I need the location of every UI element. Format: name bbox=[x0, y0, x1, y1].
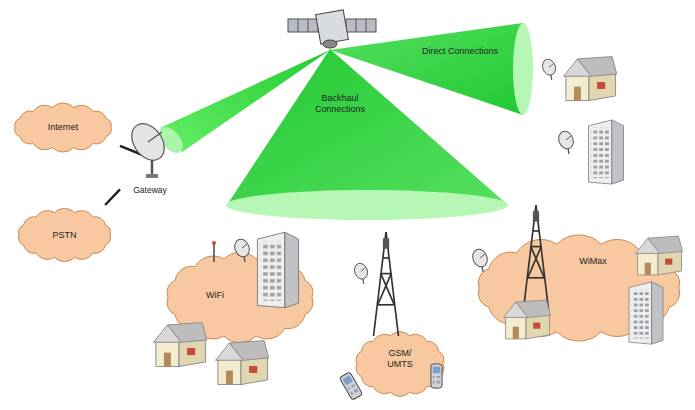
phone-icon bbox=[339, 372, 362, 401]
cell-tower bbox=[524, 205, 549, 309]
house-icon bbox=[636, 236, 683, 275]
dish-icon bbox=[352, 261, 369, 283]
building-icon bbox=[257, 232, 298, 307]
dish-icon bbox=[470, 247, 489, 272]
network-link bbox=[105, 189, 120, 205]
node-label: GSM/ UMTS bbox=[375, 348, 425, 370]
dish-icon bbox=[556, 129, 575, 154]
wifi-antenna bbox=[213, 244, 215, 262]
node-shape bbox=[225, 45, 510, 223]
house-icon bbox=[504, 300, 551, 339]
dish-feed bbox=[148, 132, 162, 142]
cell-tower bbox=[374, 232, 399, 336]
house-icon bbox=[216, 341, 269, 385]
node-label: Gateway bbox=[120, 185, 180, 196]
house-icon bbox=[154, 323, 207, 367]
dish-icon bbox=[540, 57, 557, 79]
node-label: Backhaul Connections bbox=[300, 93, 380, 115]
node-label: WiFi bbox=[185, 290, 245, 301]
satellite-icon bbox=[288, 10, 376, 48]
node-label: WiMax bbox=[563, 256, 623, 267]
cloud-shape bbox=[356, 332, 444, 397]
gateway-dish bbox=[125, 118, 171, 166]
house-icon bbox=[564, 57, 617, 101]
node-label: PSTN bbox=[12, 230, 117, 241]
beam-node: Backhaul Connections bbox=[225, 45, 510, 223]
beam-end bbox=[226, 190, 508, 220]
phone-icon bbox=[431, 364, 442, 388]
wifi-antenna-tip bbox=[212, 241, 216, 245]
network-cloud: PSTN bbox=[12, 205, 141, 265]
node-label: Direct Connections bbox=[420, 46, 500, 57]
dish-icon bbox=[232, 237, 251, 262]
dish-base bbox=[146, 174, 158, 178]
gateway-node: Gateway bbox=[120, 118, 180, 198]
building-icon bbox=[629, 282, 663, 344]
beam-shape bbox=[227, 49, 508, 205]
beam-end bbox=[513, 23, 533, 115]
building-icon bbox=[589, 120, 624, 184]
node-label: Internet bbox=[8, 122, 118, 133]
network-cloud: Internet bbox=[8, 100, 142, 155]
